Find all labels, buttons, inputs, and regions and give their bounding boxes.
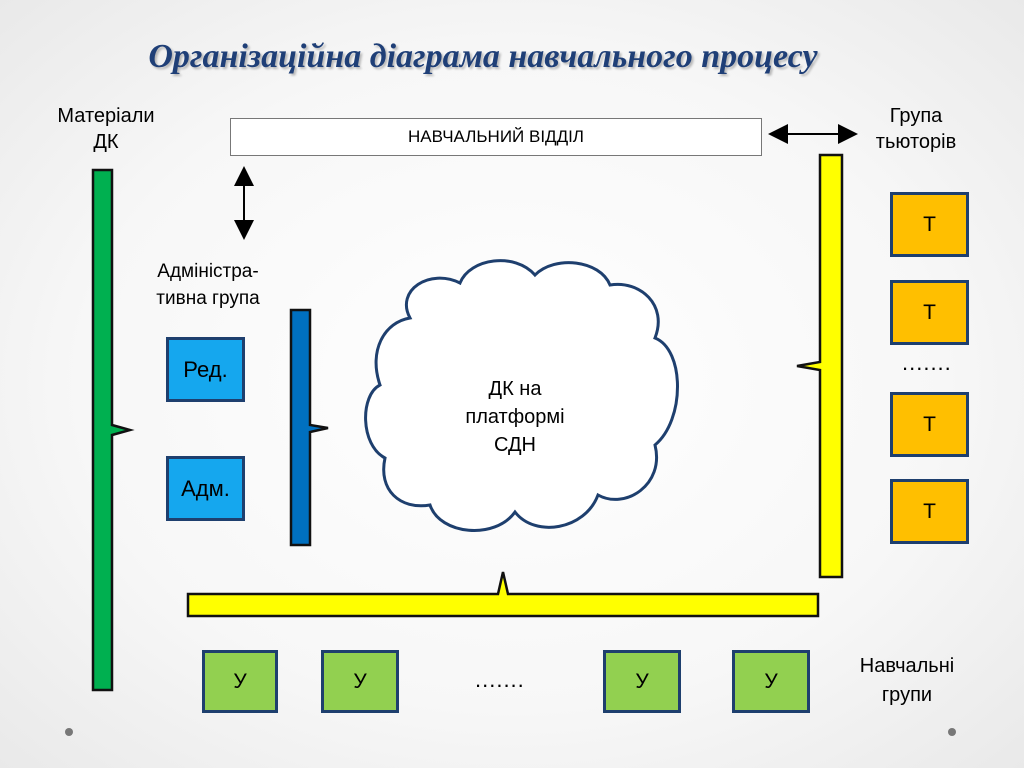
- admin-label-line1: Адміністра-: [157, 261, 259, 282]
- tutors-label-line2: тьюторів: [875, 131, 957, 153]
- tutors-label-line1: Група: [889, 105, 943, 127]
- cloud-text: ДК на платформі СДН: [440, 375, 590, 459]
- study-label-line2: групи: [881, 684, 933, 706]
- study-groups-label: Навчальні групи: [840, 652, 974, 710]
- tutor-box-3: Т: [890, 392, 969, 457]
- cloud-text-line2: платформі: [465, 406, 565, 428]
- department-box: НАВЧАЛЬНИЙ ВІДДІЛ: [230, 118, 762, 156]
- admin-box-editor: Ред.: [166, 337, 245, 402]
- admin-box-admin: Адм.: [166, 456, 245, 521]
- slide-dot-right: [948, 728, 956, 736]
- tutor-bracket: [796, 153, 844, 579]
- tutor-box-1: Т: [890, 192, 969, 257]
- tutor-box-4: Т: [890, 479, 969, 544]
- admin-bracket: [289, 308, 329, 547]
- study-ellipsis: .......: [475, 667, 525, 692]
- materials-label-line2: ДК: [93, 131, 119, 153]
- materials-bracket: [91, 168, 135, 692]
- cloud-shape: [364, 259, 679, 532]
- admin-group-label: Адміністра- тивна група: [128, 258, 288, 312]
- study-box-2: У: [321, 650, 399, 713]
- study-bracket: [186, 571, 820, 618]
- tutor-ellipsis: .......: [902, 350, 952, 375]
- tutor-box-2: Т: [890, 280, 969, 345]
- study-box-1: У: [202, 650, 278, 713]
- slide-dot-left: [65, 728, 73, 736]
- tutors-label: Група тьюторів: [848, 103, 984, 155]
- cloud-text-line1: ДК на: [488, 378, 542, 400]
- cloud-text-line3: СДН: [494, 434, 536, 456]
- study-box-4: У: [732, 650, 810, 713]
- page-title: Організаційна діаграма навчального проце…: [148, 38, 818, 75]
- study-label-line1: Навчальні: [859, 655, 955, 677]
- study-box-3: У: [603, 650, 681, 713]
- admin-label-line2: тивна група: [156, 288, 260, 309]
- materials-label-line1: Матеріали: [57, 105, 155, 127]
- materials-label: Матеріали ДК: [40, 103, 172, 155]
